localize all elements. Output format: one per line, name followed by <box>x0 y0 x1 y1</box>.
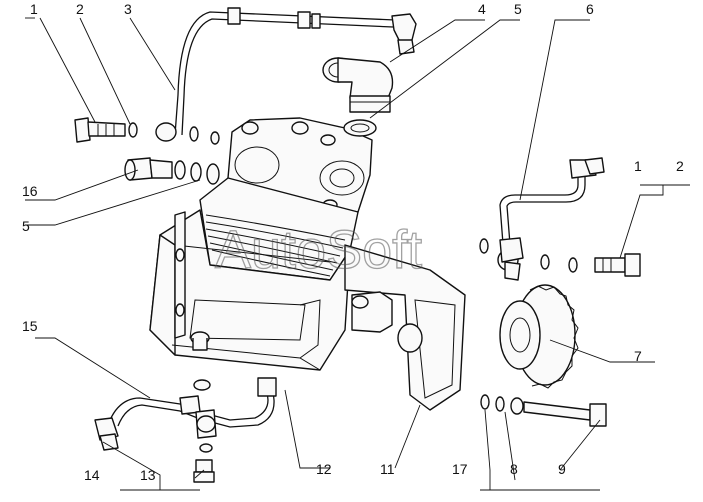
drive-gear <box>499 284 579 389</box>
outlet-elbow <box>322 57 394 137</box>
callout-number: 14 <box>84 467 100 483</box>
right-air-pipe <box>479 157 641 281</box>
callout-number: 17 <box>452 461 468 477</box>
callout-number: 7 <box>634 348 642 364</box>
callout-number: 13 <box>140 467 156 483</box>
callout-number: 12 <box>316 461 332 477</box>
callout-number: 1 <box>30 1 38 17</box>
callout-number: 4 <box>478 1 486 17</box>
callout-number: 6 <box>586 1 594 17</box>
callout-number: 2 <box>676 158 684 174</box>
callout-number: 16 <box>22 183 38 199</box>
callout-number: 9 <box>558 461 566 477</box>
callout-number: 3 <box>124 1 132 17</box>
callout-number: 5 <box>514 1 522 17</box>
leader-lines <box>25 17 690 491</box>
callout-number: 15 <box>22 318 38 334</box>
callout-number: 1 <box>634 158 642 174</box>
callout-number: 11 <box>380 461 395 477</box>
compressor-body <box>149 117 466 411</box>
watermark-text: AutoSoft <box>215 220 422 280</box>
callout-number: 5 <box>22 218 30 234</box>
top-air-pipe <box>174 7 417 136</box>
bottom-return-pipe <box>94 377 277 483</box>
callout-number: 2 <box>76 1 84 17</box>
callout-number: 8 <box>510 461 518 477</box>
left-banjo-fittings <box>74 117 220 185</box>
long-bolt-assembly <box>397 323 607 427</box>
